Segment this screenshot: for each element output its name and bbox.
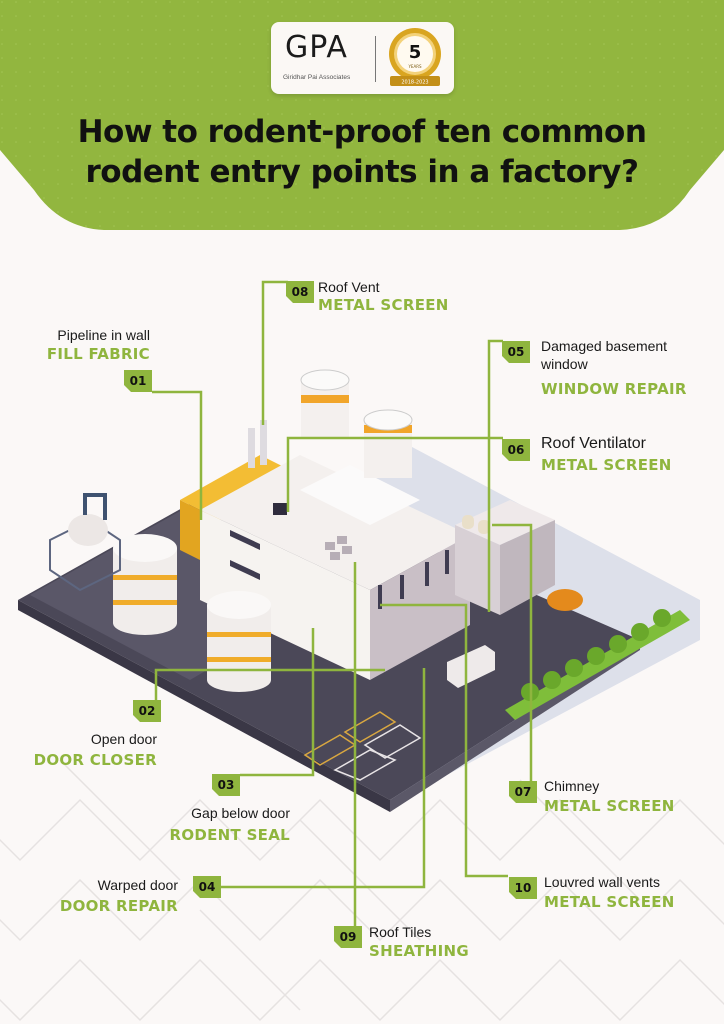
solution-label: RODENT SEAL: [169, 826, 290, 844]
solution-label: METAL SCREEN: [541, 456, 672, 474]
entry-point-label-line1: Damaged basement: [541, 338, 668, 354]
gpa-logo: GPA: [285, 30, 348, 65]
entry-point-label: Roof Tiles: [369, 924, 432, 940]
rooftop-tanks: [300, 369, 413, 478]
entry-point-label: Warped door: [97, 877, 178, 893]
number-badge: 09: [334, 926, 362, 948]
title-line-1: How to rodent-proof ten common: [77, 114, 647, 150]
solution-label: DOOR REPAIR: [59, 897, 178, 915]
number-badge: 06: [502, 439, 530, 461]
solution-label: METAL SCREEN: [544, 797, 675, 815]
storage-tanks: [113, 534, 271, 692]
number-badge: 05: [502, 341, 530, 363]
number-badge: 04: [193, 876, 221, 898]
solution-label: METAL SCREEN: [318, 296, 449, 314]
entry-point-label: Roof Vent: [318, 279, 380, 295]
anniversary-years: 2018-2023: [401, 80, 428, 86]
anniversary-label: YEARS: [407, 64, 421, 69]
entry-point-label: Open door: [90, 731, 157, 747]
header-banner: [0, 0, 724, 230]
logo-card: GPA Giridhar Pai Associates 5 YEARS 2018…: [271, 22, 454, 94]
title-line-2: rodent entry points in a factory?: [85, 154, 639, 190]
number-badge: 07: [509, 781, 537, 803]
entry-point-label-line2: window: [541, 356, 588, 372]
solution-label: METAL SCREEN: [544, 893, 675, 911]
number-badge: 10: [509, 877, 537, 899]
entry-point-label: Pipeline in wall: [57, 327, 150, 343]
solution-label: DOOR CLOSER: [33, 751, 157, 769]
number-badge: 08: [286, 281, 314, 303]
company-name: Giridhar Pai Associates: [283, 74, 351, 81]
number-badge: 03: [212, 774, 240, 796]
number-badge: 02: [133, 700, 161, 722]
entry-point-label: Louvred wall vents: [544, 874, 660, 890]
solution-label: SHEATHING: [369, 942, 469, 960]
anniversary-medal-icon: 5 YEARS 2018-2023: [389, 28, 441, 86]
solution-label: FILL FABRIC: [46, 345, 150, 363]
solution-label: WINDOW REPAIR: [541, 380, 687, 398]
anniversary-number: 5: [409, 42, 422, 63]
number-badge: 01: [124, 370, 152, 392]
entry-point-label: Gap below door: [191, 805, 290, 821]
main-building-roof: [200, 455, 470, 590]
logo-divider: [375, 36, 376, 82]
page-title: How to rodent-proof ten common rodent en…: [0, 112, 724, 192]
entry-point-label: Chimney: [544, 778, 600, 794]
entry-point-label: Roof Ventilator: [541, 435, 646, 452]
